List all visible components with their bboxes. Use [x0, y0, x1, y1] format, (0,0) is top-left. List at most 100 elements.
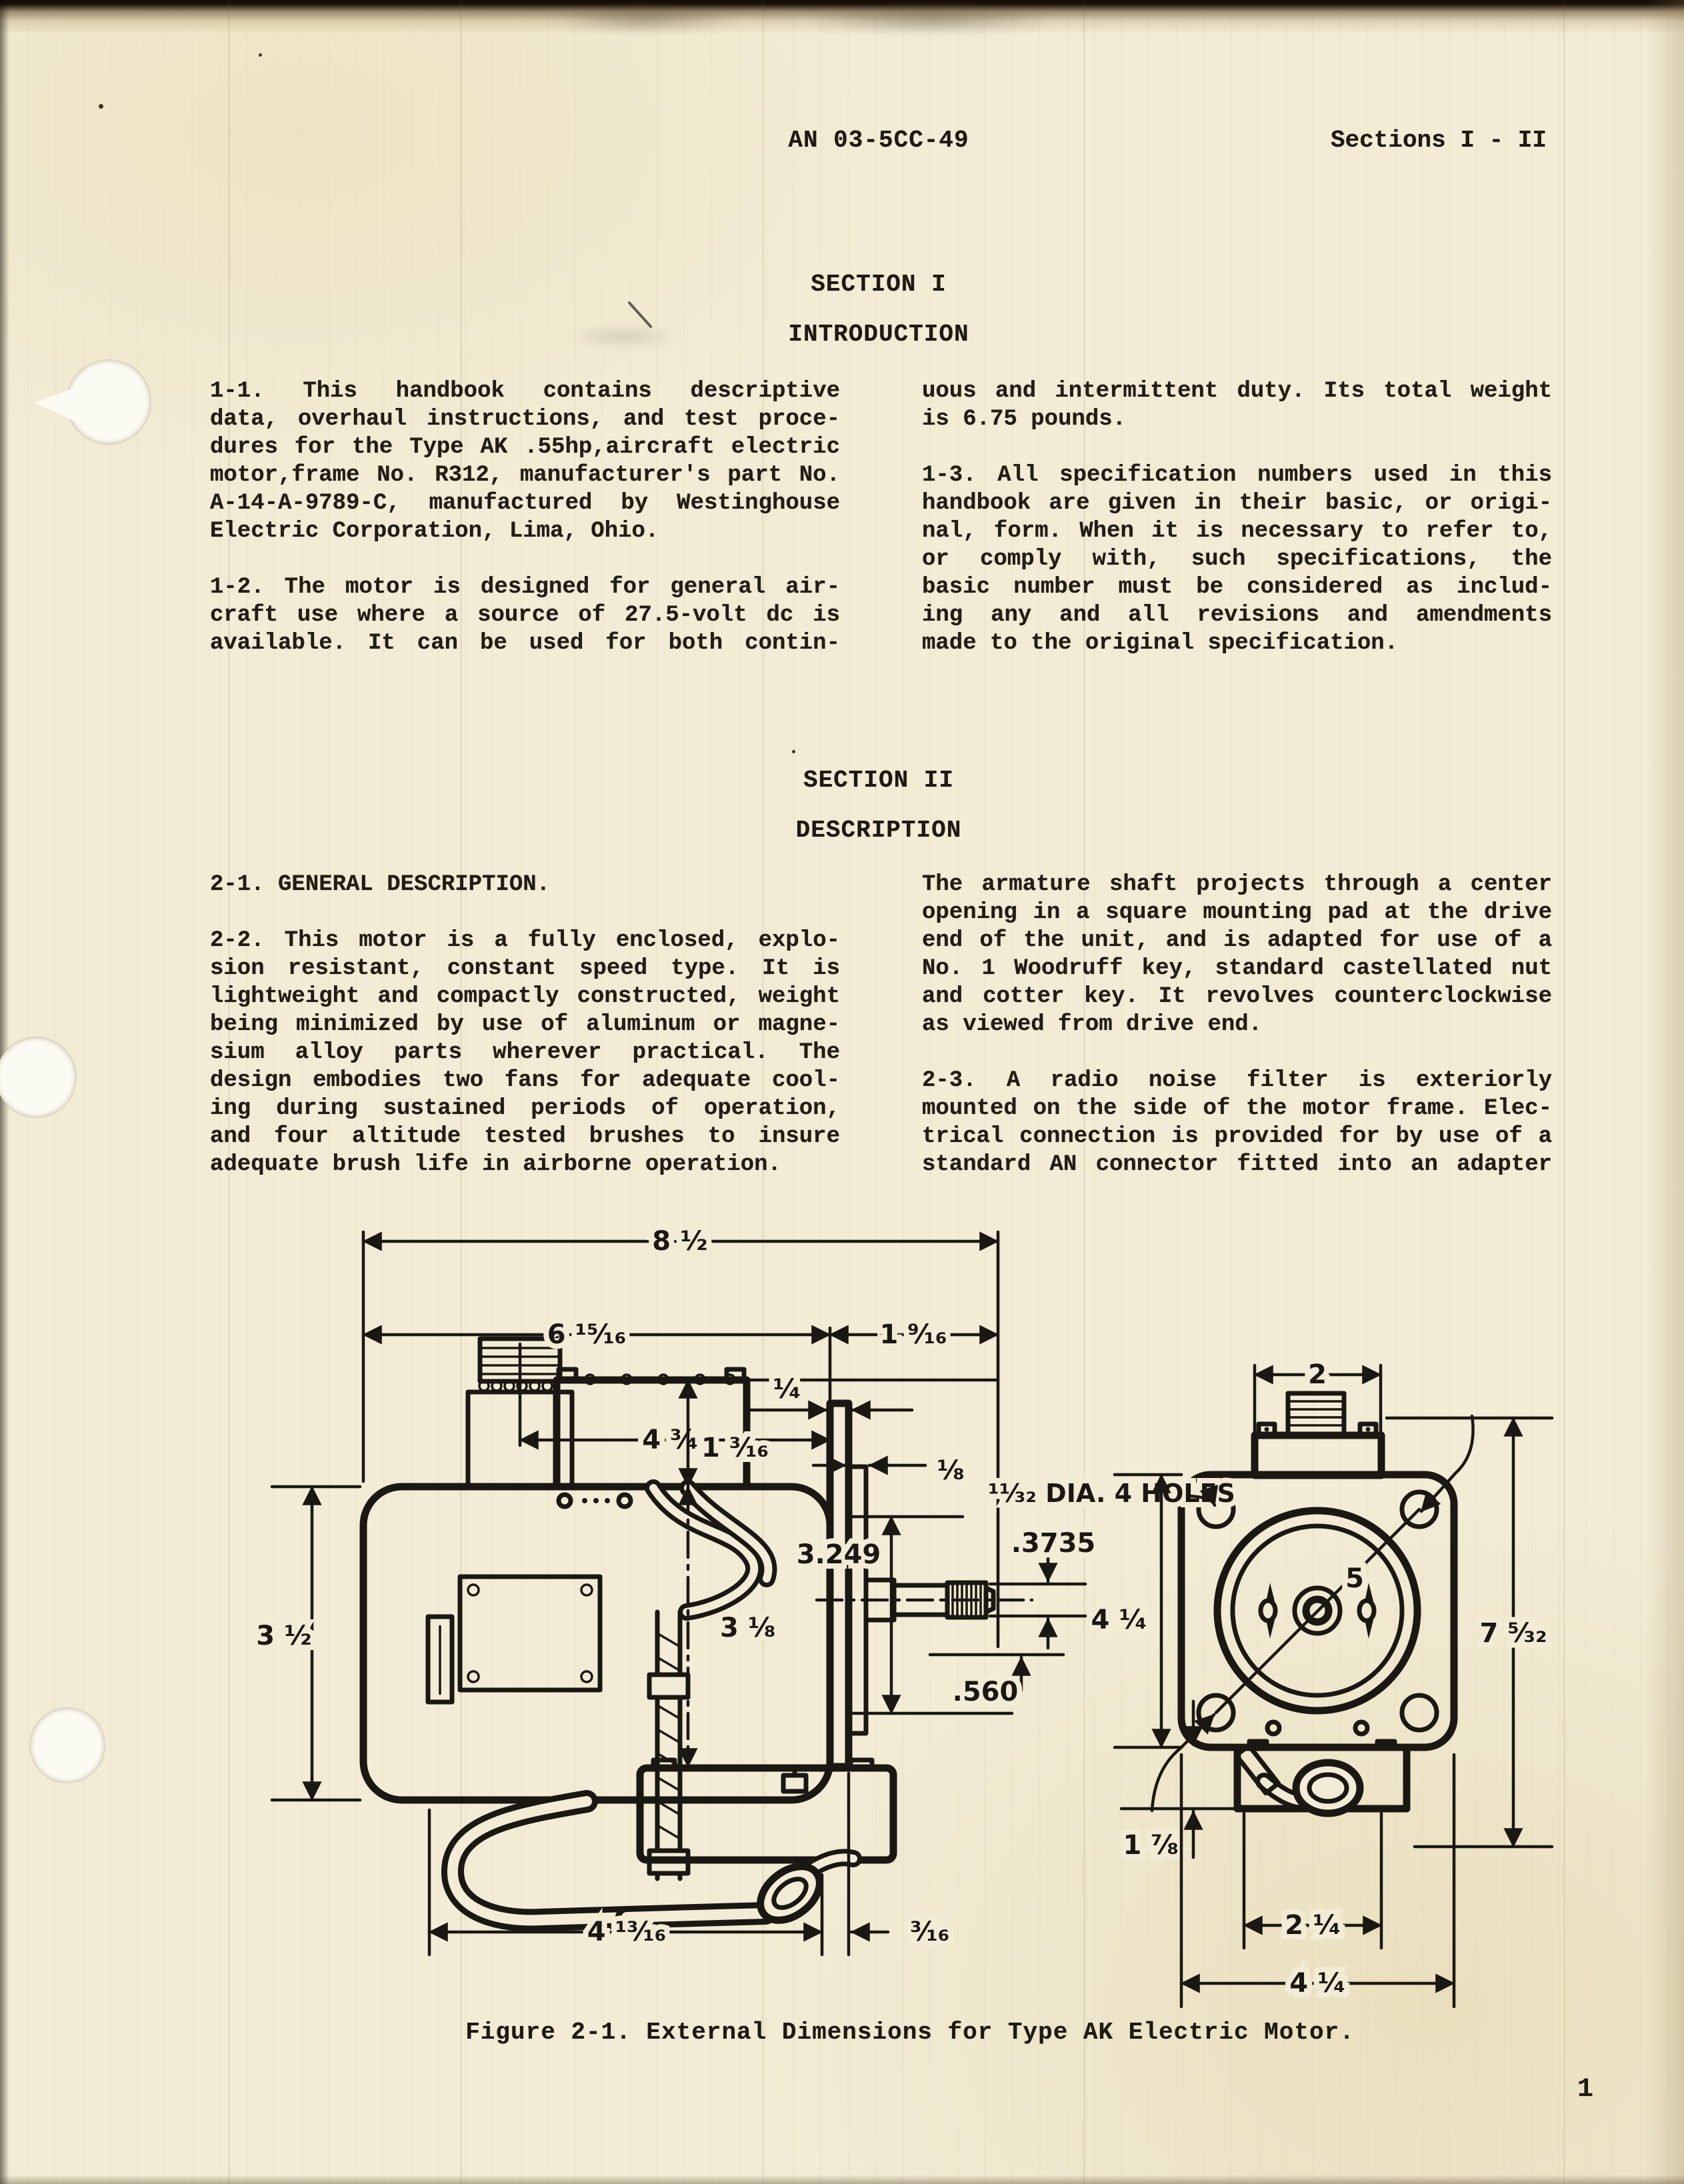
text-line: 2-2. This motor is a fully enclosed, exp…	[210, 928, 840, 953]
twisted-cable-shape	[657, 1632, 681, 1648]
twisted-cable-shape	[657, 1728, 681, 1744]
left-view-dimensions: 8 ¹⁄₂ 6 ¹⁵⁄₁₆ 1 ⁹⁄₁₆ 4 ³⁄₄ 1 ³⁄₁₆ 3 ¹⁄₈ …	[253, 1221, 1101, 1957]
text-line: trical connection is provided for by use…	[922, 1124, 1552, 1149]
text-line: and four altitude tested brushes to insu…	[210, 1124, 840, 1149]
dim-bottom-width: 4 ¹³⁄₁₆	[587, 1917, 667, 1947]
text-line: uous and intermittent duty. Its total we…	[922, 379, 1552, 404]
text-line: being minimized by use of aluminum or ma…	[210, 1012, 840, 1037]
right-view-shape	[1353, 1719, 1370, 1737]
dim-overall-length: 8 ¹⁄₂	[652, 1226, 707, 1257]
paper-crease	[460, 0, 462, 2184]
dim-conduit-width: 2	[1308, 1359, 1327, 1390]
text-line: design embodies two fans for adequate co…	[210, 1068, 840, 1093]
bottom-junction-box-shape	[636, 1764, 897, 1864]
paragraph-1-2-cont: uous and intermittent duty. Its total we…	[922, 377, 1552, 433]
dim-filter-depth: 1 ⁷⁄₈	[1123, 1830, 1179, 1861]
bottom-filter-box-shape	[1233, 1743, 1281, 1796]
connector-adapter-top	[1251, 1391, 1385, 1479]
right-view-shape	[1265, 1719, 1282, 1737]
cable-clamp	[647, 1672, 691, 1700]
punch-hole	[30, 1708, 105, 1783]
text-line: data, overhaul instructions, and test pr…	[210, 407, 840, 432]
text-line: sion resistant, constant speed type. It …	[210, 956, 840, 981]
right-view-dimensions-shape	[1453, 1414, 1475, 1475]
radio-noise-filter-box-shape	[621, 1373, 633, 1385]
connector-adapter-top-shape	[1256, 1421, 1277, 1438]
radio-noise-filter-box-shape	[657, 1373, 669, 1385]
wires-shape	[684, 1484, 773, 1583]
radio-noise-filter-box-shape	[584, 1373, 596, 1385]
text-line: end of the unit, and is adapted for use …	[922, 928, 1552, 953]
twisted-cable-shape	[657, 1656, 681, 1672]
paper-crease	[228, 0, 230, 2184]
motor-face-inner	[1230, 1523, 1405, 1698]
dim-box-width: 2 ¹⁄₄	[1285, 1910, 1340, 1941]
text-line: 1-1. This handbook contains descriptive	[210, 379, 840, 404]
section2-left-column: 2-1. GENERAL DESCRIPTION. 2-2. This moto…	[210, 871, 840, 1207]
dim-mount-height: 4 ¹⁄₄	[1091, 1605, 1147, 1635]
ink-speck	[259, 53, 262, 57]
corner-hole	[1196, 1693, 1236, 1733]
radio-noise-filter-box-shape	[724, 1367, 747, 1383]
dim-flange-offset: ³⁄₁₆	[910, 1917, 949, 1947]
ink-smudge	[803, 1, 1057, 35]
dim-bolt-circle: 5	[1345, 1563, 1364, 1594]
section2-heading: SECTION II	[803, 767, 955, 794]
paragraph-1-3: 1-3. All specification numbers used in t…	[922, 461, 1552, 657]
dim-frame-height: 3 ¹⁄₈	[720, 1613, 775, 1643]
header-section-range: Sections I - II	[1330, 127, 1547, 154]
section1-subheading: INTRODUCTION	[788, 321, 969, 348]
scan-right-edge	[1645, 0, 1684, 2184]
armature-shaft-shape	[983, 1585, 996, 1615]
bottom-junction-box-shape	[848, 1757, 875, 1772]
connector-adapter-top-shape	[1264, 1427, 1269, 1432]
ink-smudge	[547, 3, 740, 33]
text-line: 2-1. GENERAL DESCRIPTION.	[210, 872, 551, 897]
dim-key: .560	[953, 1677, 1019, 1707]
conduit-opening	[1292, 1759, 1364, 1817]
section2-right-column: The armature shaft projects through a ce…	[922, 871, 1552, 1207]
text-line: ing during sustained periods of operatio…	[210, 1096, 840, 1121]
right-view-dimensions-shape	[1150, 1747, 1182, 1813]
left-view-shape	[605, 1498, 610, 1503]
right-view-dimensions-shape	[1419, 1471, 1457, 1513]
text-line: 2-3. A radio noise filter is exteriorly	[922, 1068, 1552, 1093]
right-view-dimensions-shape	[1187, 1485, 1219, 1507]
dim-pad-width: 4 ¹⁄₄	[1289, 1968, 1345, 1999]
text-line: available. It can be used for both conti…	[210, 631, 840, 656]
inspection-plate	[457, 1574, 603, 1693]
thru-bolt-wing-shape	[1357, 1598, 1377, 1623]
paragraph-2-2-cont: The armature shaft projects through a ce…	[922, 871, 1552, 1039]
shaft-hole	[1302, 1595, 1333, 1626]
dim-shaft-dia: .3735	[1011, 1528, 1096, 1559]
text-line: sium alloy parts wherever practical. The	[210, 1040, 840, 1065]
text-line: is 6.75 pounds.	[922, 407, 1127, 432]
text-line: handbook are given in their basic, or or…	[922, 491, 1552, 516]
section1-left-column: 1-1. This handbook contains descriptive d…	[210, 377, 840, 685]
text-line: 1-2. The motor is designed for general a…	[210, 575, 840, 600]
dim-boss-height: 1 ³⁄₁₆	[701, 1433, 769, 1463]
text-line: nal, form. When it is necessary to refer…	[922, 519, 1552, 544]
twisted-cable	[647, 1609, 691, 1881]
twisted-cable-shape	[657, 1824, 681, 1840]
left-view-shape	[580, 1670, 593, 1683]
text-line: opening in a square mounting pad at the …	[922, 900, 1552, 925]
thru-bolt-wing-shape	[1365, 1583, 1373, 1602]
wires	[645, 1479, 777, 1621]
corner-hole	[1399, 1693, 1439, 1733]
twisted-cable-shape	[657, 1704, 681, 1720]
dim-body-length: 6 ¹⁵⁄₁₆	[547, 1319, 627, 1350]
text-line: standard AN connector fitted into an ada…	[922, 1152, 1552, 1177]
bottom-junction-box	[636, 1757, 897, 1864]
text-line: A-14-A-9789-C, manufactured by Westingho…	[210, 491, 840, 516]
section2-subheading: DESCRIPTION	[795, 817, 962, 844]
text-line: motor,frame No. R312, manufacturer's par…	[210, 463, 840, 488]
paper-crease	[1563, 0, 1565, 2184]
text-line: lightweight and compactly constructed, w…	[210, 984, 840, 1009]
scan-bottom-edge	[0, 2175, 1684, 2184]
dim-eighth: ¹⁄₈	[937, 1455, 965, 1486]
paragraph-1-2: 1-2. The motor is designed for general a…	[210, 573, 840, 657]
twisted-cable-shape	[657, 1800, 681, 1816]
thru-bolt-wing-shape	[1365, 1619, 1373, 1639]
